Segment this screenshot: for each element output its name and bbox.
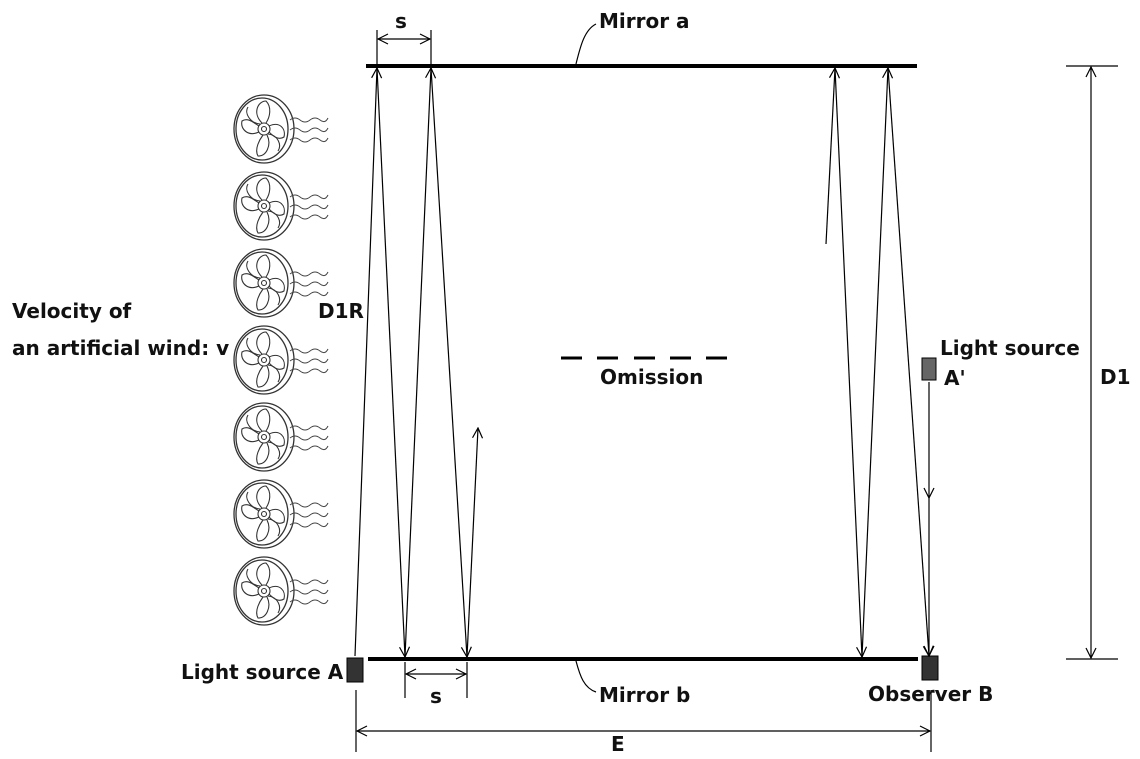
wind-lines-icon (289, 348, 329, 374)
beam-1-up (354, 68, 377, 657)
dimension-s-bottom (404, 662, 468, 698)
s-bottom-label: s (430, 684, 442, 708)
mirror-b-label: Mirror b (599, 683, 690, 707)
fan-icon (233, 402, 295, 472)
fan-column (233, 94, 329, 626)
beam-r2-up (861, 68, 888, 658)
wind-velocity-label-1: Velocity of (12, 299, 132, 323)
fan-icon (233, 556, 295, 626)
beam-r1-down (834, 67, 862, 657)
wind-velocity-label-2: an artificial wind: v (12, 336, 229, 360)
light-source-a-label: Light source A (181, 660, 344, 684)
beam-1-down (376, 67, 405, 657)
fan-icon (233, 171, 295, 241)
d1-label: D1 (1100, 365, 1131, 389)
dimension-s-top (376, 30, 432, 66)
beam-r2-down (887, 67, 929, 656)
light-source-a-prime-label-1: Light source (940, 336, 1080, 360)
d1r-label: D1R (318, 299, 364, 323)
beam-r1-up-partial (825, 68, 835, 245)
mirror-a-leader (575, 23, 597, 65)
light-source-a (346, 657, 364, 683)
wind-lines-icon (289, 425, 329, 451)
wind-lines-icon (289, 502, 329, 528)
dimension-e (355, 690, 932, 752)
fan-icon (233, 479, 295, 549)
mirror-b-leader (575, 660, 597, 693)
fan-icon (233, 325, 295, 395)
beam-2-down (430, 67, 467, 657)
fan-icon (233, 94, 295, 164)
observer-b (921, 655, 939, 681)
beam-2-up (404, 68, 431, 658)
observer-b-label: Observer B (868, 682, 993, 706)
e-label: E (611, 732, 625, 756)
mirror-a-label: Mirror a (599, 9, 690, 33)
wind-lines-icon (289, 579, 329, 605)
wind-lines-icon (289, 194, 329, 220)
beam-3-up-partial (466, 428, 478, 658)
light-source-a-prime (921, 357, 937, 381)
light-source-a-prime-label-2: A' (944, 366, 966, 390)
wind-lines-icon (289, 117, 329, 143)
s-top-label: s (395, 9, 407, 33)
wind-lines-icon (289, 271, 329, 297)
omission-label: Omission (600, 365, 703, 389)
fan-icon (233, 248, 295, 318)
dimension-d1 (1066, 65, 1118, 660)
